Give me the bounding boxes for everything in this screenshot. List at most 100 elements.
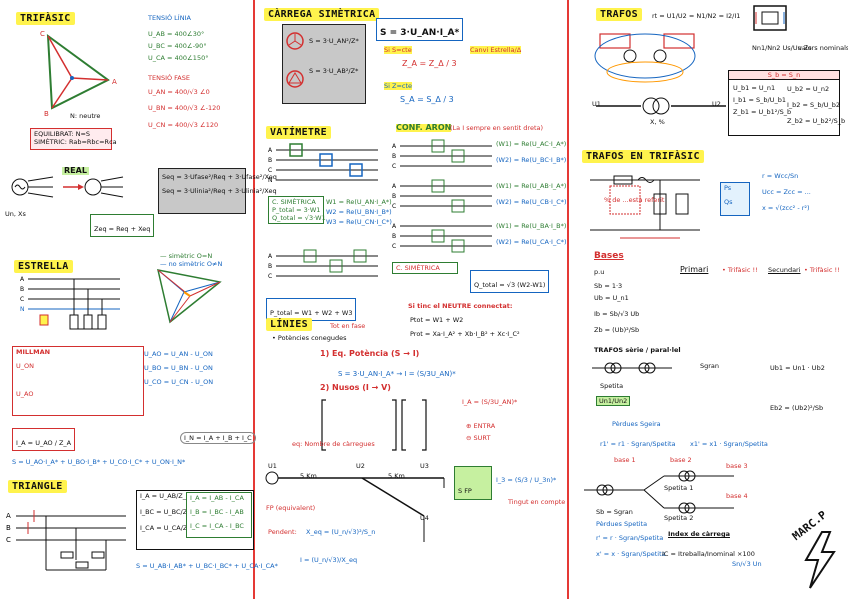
trafo-note: % de ...està referit — [604, 196, 665, 204]
ebs-eq: Eb2 = (Ub2)²/Sb — [770, 404, 824, 412]
uao-eq: U_AO = U_AN - U_ON — [144, 350, 213, 358]
matrix-diagram — [321, 399, 427, 451]
svg-text:N: N — [20, 306, 25, 313]
spetita-label: Spetita — [600, 382, 624, 390]
aron-w-5: (W2) = Re(U_CA·I_C*) — [496, 238, 567, 246]
seq-formula-1: Seq = 3·Ufase²/Req + 3·Ufase²/Xeq — [162, 173, 277, 181]
svg-text:C: C — [268, 167, 272, 174]
tensio-linia-label: TENSIÓ LÍNIA — [148, 14, 191, 22]
uca-eq: U_CA = 400∠150° — [148, 54, 209, 62]
conf-aron-label: CONF. ARON — [396, 123, 452, 132]
ia2-triangle: I_A = I_AB - I_CA — [190, 494, 244, 502]
in-sum-eq: I_N = I_A + I_B + I_C — [180, 432, 256, 444]
ic-eq: IC = Itreballa/Inominal ×100 — [662, 550, 755, 558]
x-eq-trafo: x = √(zcc² - r²) — [762, 204, 810, 212]
neutre-label-2: Si tinc el NEUTRE connectat: — [408, 302, 513, 310]
ucc-eq: Ucc = Zcc = ... — [762, 188, 811, 196]
svg-text:C: C — [6, 536, 11, 544]
zb-base: Zb = (Ub)²/Sb — [594, 326, 640, 334]
x1-eq: x1' = x1 · Sgran/Spetita — [690, 440, 768, 448]
section-title-vatimetre: VATÍMETRE — [266, 126, 331, 139]
tot-fase-label: Tot en fase — [330, 322, 366, 330]
x-eq2: x' = x · Sgran/Spetita — [596, 550, 666, 558]
p-total-eq: P_total = W1 + W2 + W3 — [270, 309, 353, 317]
zb2-eq: Z_b2 = U_b2²/S_b — [787, 117, 846, 125]
c-simetrica-2-box: C. SIMÈTRICA — [392, 262, 458, 274]
svg-text:C: C — [20, 296, 24, 303]
aron-w-4: (W1) = Re(U_BA·I_B*) — [496, 222, 567, 230]
r-eq2: r' = r · Sgran/Spetita — [596, 534, 664, 542]
r-eq-trafo: r = Wcc/Sn — [762, 172, 799, 180]
svg-text:C: C — [392, 243, 396, 250]
section-title-carrega: CÀRREGA SIMÈTRICA — [264, 8, 380, 21]
s-triangle-formula: S = U_AB·I_AB* + U_BC·I_BC* + U_CA·I_CA* — [136, 562, 278, 570]
simetric-text: SIMÈTRIC: Rab=Rbc=Rca — [34, 138, 117, 146]
ib2-triangle: I_B = I_BC - I_AB — [190, 508, 244, 516]
paralel-diagram — [584, 470, 734, 514]
secundari-label: Secundari — [768, 266, 801, 274]
no-simetric-label: — no simètric O≠N — [160, 260, 223, 268]
i-low-eq: I = (U_n/√3)/X_eq — [300, 556, 358, 564]
uns-label: Un1/Un2 — [596, 396, 631, 406]
uao-label: U_AO — [16, 390, 34, 398]
ic2-triangle: I_C = I_CA - I_BC — [190, 522, 244, 530]
fp-label: FP (equivalent) — [266, 504, 316, 512]
eq-potencia-label: 1) Eq. Potència (S → I) — [320, 349, 420, 358]
zeq-box: Zeq = Req + Xeq — [90, 214, 155, 237]
column-divider-2 — [567, 0, 569, 599]
s-estrella-formula: S = U_AO·I_A* + U_BO·I_B* + U_CO·I_C* + … — [12, 458, 186, 466]
entra-label: ⊕ ENTRA — [466, 422, 496, 430]
section-title-real: REAL — [62, 166, 89, 175]
rt-eq: rt = U1/U2 = N1/N2 = I2/I1 — [652, 12, 741, 20]
qs-label: Qs — [724, 198, 733, 206]
svg-text:A: A — [392, 183, 397, 190]
trifasic-triangle-diagram: C A B — [40, 30, 117, 118]
s-big-box: S = 3·U_AN·I_A* — [376, 18, 464, 41]
section-title-trafos: TRAFOS — [596, 8, 642, 21]
svg-text:A: A — [392, 223, 397, 230]
zeq-text: Zeq = Req + Xeq — [94, 225, 151, 233]
aron-diagram-1: ABC — [392, 139, 492, 170]
aron-diagram-3: ABC — [392, 223, 492, 253]
sn-eq: Sn/√3 Un — [732, 560, 762, 568]
tingut-label: Tingut en compte — [508, 498, 566, 506]
trafo-core-icon — [753, 5, 787, 31]
perdues-label: Pèrdues Sgeira — [612, 420, 661, 428]
uon-label: U_ON — [16, 362, 34, 370]
qtotal-c-eq: Q_total = √3·W1 — [272, 214, 326, 222]
primari-label: Primari — [680, 265, 709, 274]
trafos-serie-label: TRAFOS sèrie / paral·lel — [594, 346, 681, 354]
millman-box: MILLMAN U_ON U_AO — [12, 346, 144, 416]
section-title-bases: Bases — [594, 251, 624, 261]
column-divider-1 — [253, 0, 255, 599]
base3-label: base 3 — [726, 462, 748, 470]
lightning-bolt-icon — [804, 531, 836, 589]
s-star-formula: S = 3·U_AN²/Z* — [309, 37, 359, 45]
section-title-linies: LÍNIES — [266, 318, 312, 331]
svg-text:A: A — [6, 512, 11, 520]
aron-w-1: (W2) = Re(U_BC·I_B*) — [496, 156, 567, 164]
zb1-eq: Z_b1 = U_b1²/S_b — [733, 108, 792, 116]
ia-estrella-text: I_A = U_AO / Z_A — [16, 439, 72, 447]
section-title-trafos-trifasic: TRAFOS EN TRIFÀSIC — [582, 150, 704, 163]
si-s-label: Si S=cte — [384, 46, 412, 54]
trafo-u2-label: U2 — [712, 100, 721, 108]
aron-w-0: (W1) = Re(U_AC·I_A*) — [496, 140, 567, 148]
ps-label: Ps — [724, 184, 732, 192]
perdues2-label: Pèrdues Spetita — [596, 520, 648, 528]
ub1-eq: U_b1 = U_n1 — [733, 84, 776, 92]
trafo-base-table: S_b = S_n U_b1 = U_n1 I_b1 = S_b/U_b1 Z_… — [728, 70, 845, 136]
prot-eq: Prot = Xa·I_A² + Xb·I_B² + Xc·I_C² — [410, 330, 520, 338]
sa-eq: S_A = S_Δ / 3 — [400, 95, 454, 104]
ub-base: Ub = U_n1 — [594, 294, 629, 302]
svg-text:C: C — [392, 163, 396, 170]
s-fp-text: S FP — [458, 487, 472, 495]
trafo-equivalent-diagram — [594, 33, 696, 83]
aron-note: (La I sempre en sentit dreta) — [450, 124, 544, 132]
svg-text:C: C — [392, 203, 396, 210]
eq-ya-label: eq: Nombre de càrregues — [292, 440, 375, 448]
uco-eq: U_CO = U_CN - U_ON — [144, 378, 214, 386]
